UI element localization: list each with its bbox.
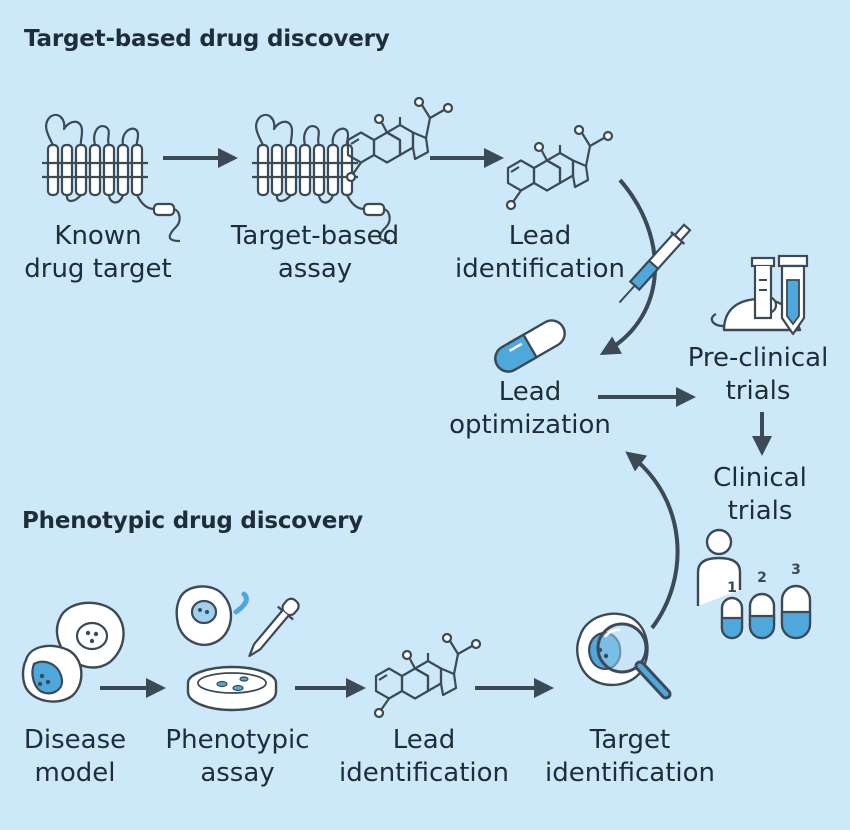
- capsule-icon: [494, 319, 566, 373]
- pipette-icon: [248, 597, 300, 658]
- phase-3-label: 3: [791, 562, 801, 578]
- steroid-molecule-icon: [345, 96, 454, 183]
- cell-icon: [21, 601, 125, 703]
- phase-2-label: 2: [757, 570, 767, 586]
- syringe-icon: [618, 223, 692, 304]
- target-based-heading: Target-based drug discovery: [24, 26, 390, 52]
- steroid-molecule-icon: [373, 632, 482, 719]
- cell-icon: [175, 585, 249, 647]
- petri-dish-icon: [186, 665, 278, 712]
- phase-1-label: 1: [727, 580, 737, 596]
- steroid-molecule-icon: [505, 124, 614, 211]
- test-tubes-icon: [750, 254, 809, 336]
- magnifier-icon: [576, 612, 672, 700]
- person-icon: [696, 528, 742, 606]
- capsule-icon: [720, 584, 812, 640]
- arrow-icon: [625, 451, 680, 630]
- phenotypic-heading: Phenotypic drug discovery: [22, 508, 364, 534]
